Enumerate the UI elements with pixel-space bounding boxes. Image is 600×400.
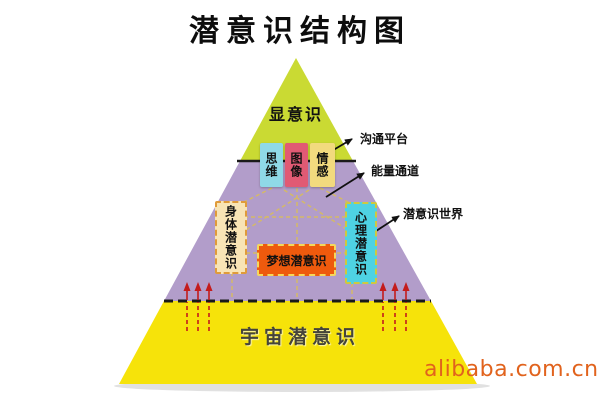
image-box-label: 图像: [289, 152, 303, 178]
subconscious-world-label: 潜意识世界: [403, 207, 464, 221]
dream-subconscious-label: 梦想潜意识: [266, 253, 327, 268]
emotion-box: 情感: [310, 143, 335, 187]
image-box: 图像: [285, 143, 308, 187]
energy-flow-arrows: [183, 282, 410, 331]
body-subconscious-box: 身体潜意识: [215, 201, 247, 274]
diagram-title: 潜意识结构图: [189, 14, 411, 49]
pyramid-conscious-section: [240, 58, 353, 161]
thinking-box-label: 思维: [264, 152, 278, 178]
mind-subconscious-label: 心理潜意识: [353, 210, 368, 276]
communication-platform-label: 沟通平台: [360, 132, 409, 146]
dream-subconscious-box: 梦想潜意识: [257, 244, 336, 276]
universe-subconscious-label: 宇宙潜意识: [239, 326, 360, 348]
mind-subconscious-box: 心理潜意识: [345, 202, 377, 284]
energy-channel-label: 能量通道: [371, 164, 420, 178]
watermark-text: alibaba.com.cn: [424, 357, 599, 382]
conscious-section-label: 显意识: [268, 105, 323, 124]
emotion-box-label: 情感: [315, 152, 329, 178]
body-subconscious-label: 身体潜意识: [223, 205, 238, 270]
thinking-box: 思维: [260, 143, 283, 187]
